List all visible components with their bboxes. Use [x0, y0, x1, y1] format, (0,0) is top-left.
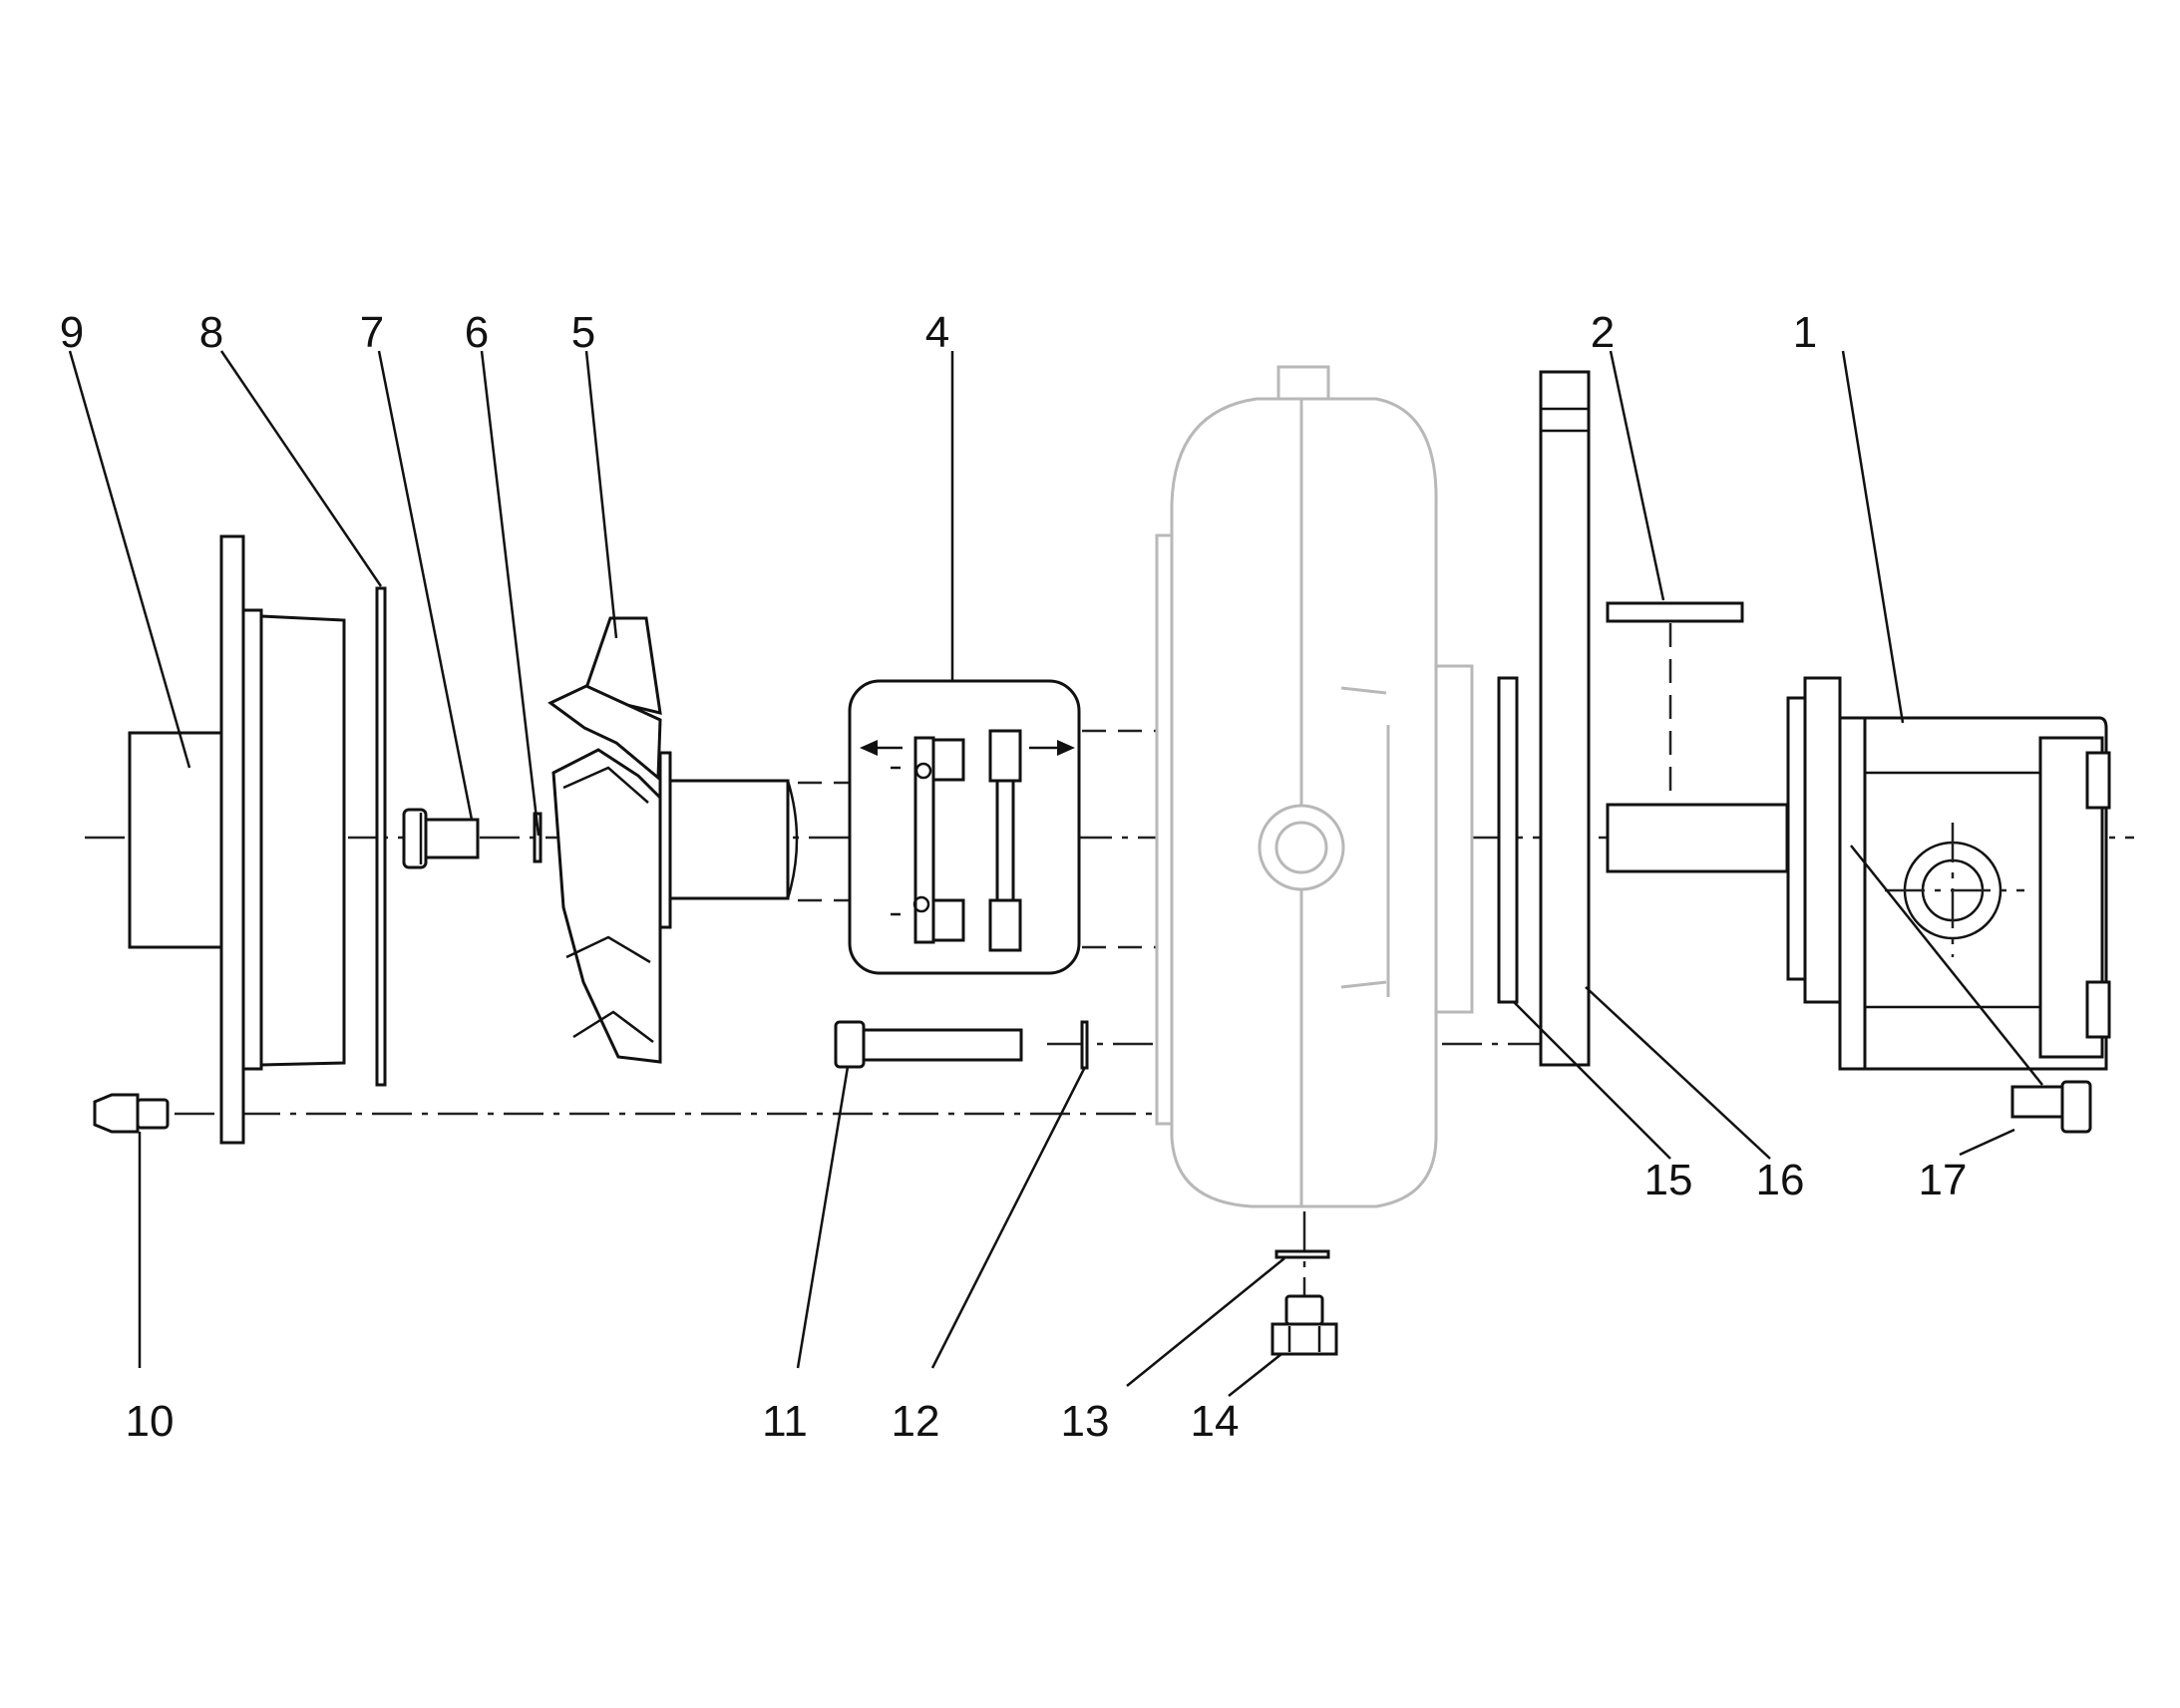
drain-plug [1271, 1294, 1338, 1356]
callout-5: 5 [571, 308, 595, 357]
motor-bolt [2010, 1080, 2092, 1134]
impeller-washer [533, 812, 543, 863]
callout-12: 12 [892, 1397, 940, 1446]
callout-17: 17 [1919, 1156, 1968, 1204]
callout-8: 8 [199, 308, 223, 357]
cover-housing [128, 534, 346, 1145]
shaft-key [1606, 601, 1744, 623]
impeller-screw [402, 808, 480, 869]
callout-10: 10 [126, 1397, 175, 1446]
callout-labels: 1 2 4 5 6 7 8 9 10 11 12 13 14 15 16 17 [60, 308, 1968, 1446]
callout-1: 1 [1793, 308, 1817, 357]
drain-oring [1274, 1249, 1330, 1259]
motor [1606, 676, 2111, 1071]
callout-14: 14 [1191, 1397, 1240, 1446]
callout-13: 13 [1061, 1397, 1110, 1446]
cover-bolt [93, 1093, 170, 1134]
callout-16: 16 [1756, 1156, 1805, 1204]
callout-11: 11 [762, 1397, 808, 1446]
motor-gasket [1497, 676, 1519, 1004]
pump-casing [1155, 365, 1474, 1208]
callout-9: 9 [60, 308, 84, 357]
callout-6: 6 [465, 308, 489, 357]
cover-gasket [375, 586, 387, 1087]
callout-15: 15 [1644, 1156, 1693, 1204]
callout-7: 7 [360, 308, 384, 357]
casing-washer [1080, 1020, 1089, 1070]
mechanical-seal-detail [848, 679, 1081, 975]
callout-4: 4 [925, 308, 949, 357]
leader-lines [68, 350, 2043, 1397]
callout-2: 2 [1591, 308, 1615, 357]
casing-screw [834, 1020, 1023, 1069]
motor-flange [1539, 370, 1591, 1067]
impeller [547, 616, 799, 1064]
